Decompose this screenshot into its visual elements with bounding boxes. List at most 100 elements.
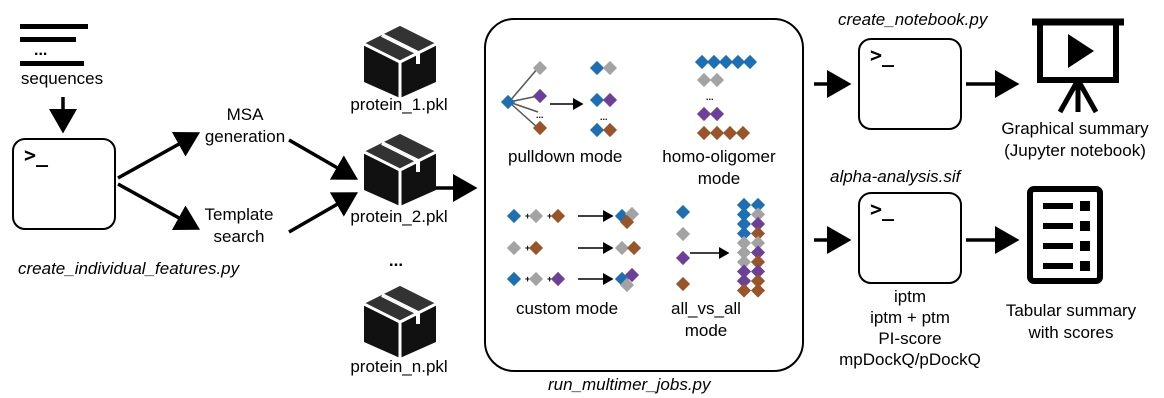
- gray-diamond: [675, 226, 691, 242]
- protein-n-label: protein_n.pkl: [350, 357, 448, 376]
- alpha-analysis-script-label: alpha-analysis.sif: [830, 167, 961, 186]
- protein-1-package-icon: [362, 24, 438, 100]
- gray-diamond: [736, 254, 752, 270]
- analysis-terminal: >_: [858, 192, 962, 284]
- terminal-prompt-icon: >_: [870, 197, 895, 221]
- protein-2-package-icon: [362, 132, 438, 208]
- brown-diamond: [602, 122, 618, 138]
- custom-mode-label: custom mode: [516, 299, 619, 318]
- arrow-template-to-protein: [288, 192, 359, 234]
- score-list: iptm iptm + ptm PI-score mpDockQ/pDockQ: [818, 286, 1002, 370]
- brown-diamond: [626, 240, 642, 256]
- blue-diamond: [589, 92, 605, 108]
- all-vs-all-mode-label: all_vs_all mode: [671, 299, 741, 340]
- gray-diamond: [619, 277, 635, 293]
- homo-oligomer-mode-label: homo-oligomer mode: [662, 147, 776, 188]
- custom-plus: +: [547, 211, 552, 221]
- purple-diamond: [750, 216, 766, 232]
- presentation-icon: [1032, 18, 1124, 114]
- custom-plus: +: [525, 274, 530, 284]
- purple-diamond: [696, 106, 712, 122]
- purple-diamond: [602, 92, 618, 108]
- purple-diamond: [550, 271, 566, 287]
- gray-diamond: [528, 208, 544, 224]
- gray-diamond: [602, 60, 618, 76]
- create-notebook-script-label: create_notebook.py: [838, 10, 988, 29]
- blue-diamond: [506, 208, 522, 224]
- blue-diamond: [706, 54, 722, 70]
- custom-plus: +: [547, 274, 552, 284]
- blue-diamond: [736, 197, 752, 213]
- brown-diamond: [550, 208, 566, 224]
- sequences-icon: ...: [20, 24, 88, 66]
- score-iptm-ptm: iptm + ptm: [870, 308, 950, 327]
- arrows: [49, 70, 1020, 254]
- blue-diamond: [589, 60, 605, 76]
- gray-diamond: [532, 60, 548, 76]
- arrow-msa-to-protein: [288, 138, 359, 180]
- purple-diamond: [532, 88, 548, 104]
- arrow-term-to-msa: [117, 131, 201, 180]
- blue-diamond: [736, 226, 752, 241]
- multimer-modes-panel: [484, 18, 804, 372]
- score-pi-score: PI-score: [878, 329, 942, 348]
- protein-2-label: protein_2.pkl: [350, 207, 448, 226]
- brown-diamond: [750, 273, 766, 289]
- msa-generation-label: MSA generation: [204, 105, 286, 146]
- pulldown-dots: ...: [536, 110, 544, 120]
- graphical-summary-label: Graphical summary (Jupyter notebook): [1001, 119, 1149, 160]
- gray-diamond: [709, 72, 725, 88]
- blue-diamond: [500, 94, 516, 110]
- mode-illustrations: .........+++++: [500, 54, 766, 298]
- gray-diamond: [614, 240, 630, 256]
- protein-n-package-icon: [362, 284, 438, 360]
- purple-diamond: [624, 267, 640, 283]
- blue-diamond: [675, 204, 691, 220]
- blue-diamond: [718, 54, 734, 70]
- brown-diamond: [722, 125, 738, 141]
- brown-diamond: [750, 254, 766, 270]
- purple-diamond: [675, 250, 691, 266]
- blue-diamond: [736, 207, 752, 222]
- score-mpdockq-pdockq: mpDockQ/pDockQ: [839, 350, 981, 369]
- blue-diamond: [750, 197, 766, 213]
- purple-diamond: [736, 264, 752, 279]
- svg-text:...: ...: [34, 42, 47, 59]
- table-list-icon: [1027, 186, 1103, 284]
- custom-plus: +: [525, 243, 530, 253]
- terminal-prompt-icon: >_: [24, 143, 49, 167]
- purple-diamond: [736, 273, 752, 289]
- gray-diamond: [736, 235, 752, 251]
- purple-diamond: [750, 245, 766, 260]
- brown-diamond: [735, 125, 751, 141]
- blue-diamond: [506, 271, 522, 287]
- blue-diamond: [589, 122, 605, 138]
- pulldown-mode-label: pulldown mode: [508, 147, 623, 166]
- proteins-ellipsis: ...: [388, 251, 404, 270]
- notebook-terminal: >_: [858, 38, 962, 130]
- brown-diamond: [750, 283, 766, 298]
- protein-1-label: protein_1.pkl: [350, 95, 448, 114]
- create-features-script-label: create_individual_features.py: [18, 259, 240, 278]
- blue-diamond: [730, 54, 746, 70]
- brown-diamond: [750, 226, 766, 241]
- pulldown-result-dots: ...: [600, 112, 608, 122]
- blue-diamond: [742, 54, 758, 70]
- brown-diamond: [528, 240, 544, 256]
- gray-diamond: [750, 235, 766, 251]
- gray-diamond: [696, 72, 712, 88]
- homo-oligomer-dots: ...: [706, 92, 714, 102]
- blue-diamond: [736, 216, 752, 232]
- terminal-prompt-icon: >_: [870, 43, 895, 67]
- template-search-label: Template search: [204, 205, 274, 246]
- run-multimer-script-label: run_multimer_jobs.py: [548, 375, 711, 394]
- brown-diamond: [619, 214, 635, 230]
- purple-diamond: [750, 264, 766, 279]
- brown-diamond: [532, 120, 548, 136]
- blue-diamond: [694, 54, 710, 70]
- gray-diamond: [506, 240, 522, 256]
- purple-diamond: [709, 106, 725, 122]
- score-iptm: iptm: [893, 287, 927, 306]
- gray-diamond: [750, 207, 766, 222]
